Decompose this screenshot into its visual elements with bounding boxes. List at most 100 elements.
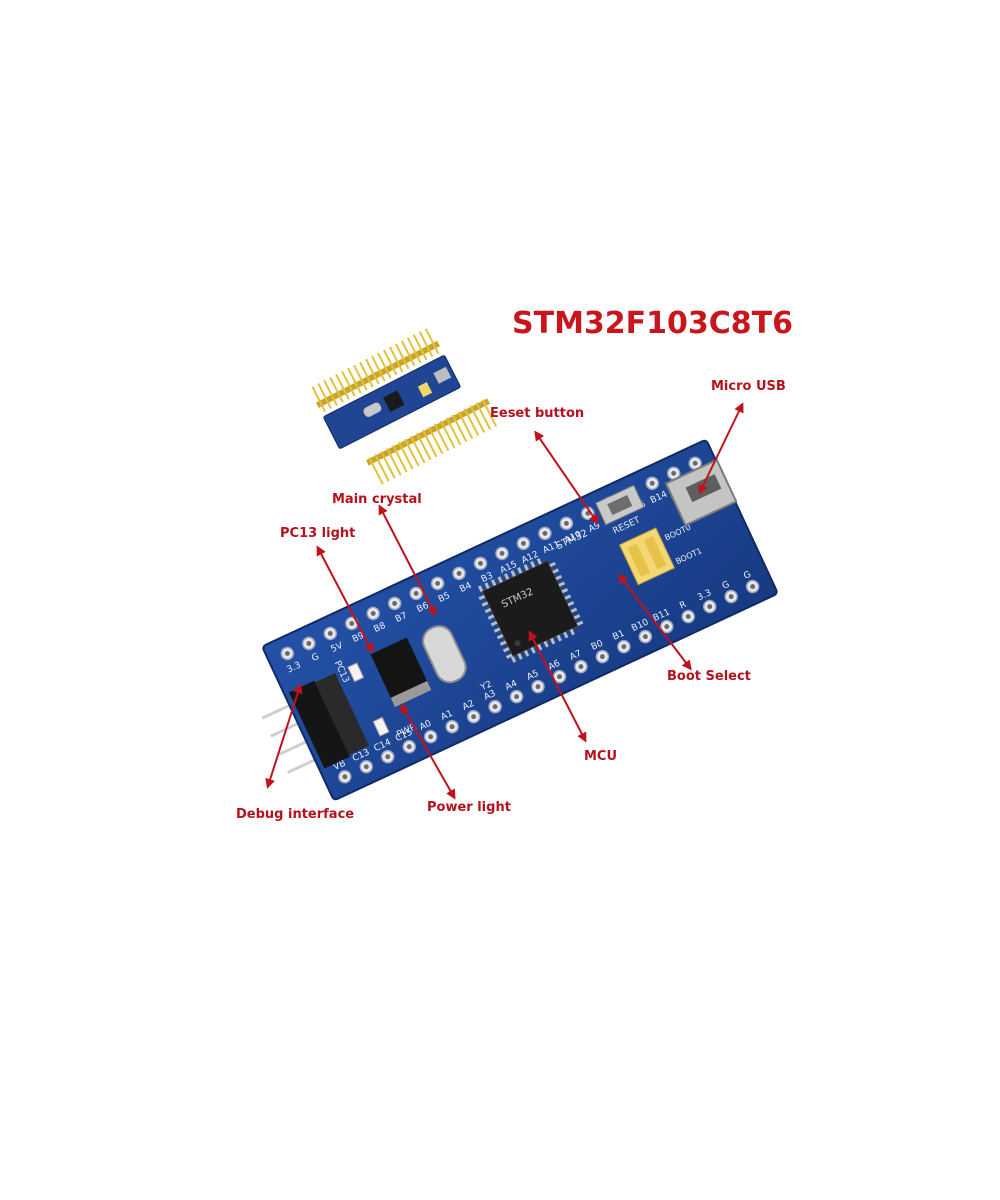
reset-button (595, 484, 645, 526)
arrow-boot-select (618, 573, 692, 671)
thumbnail-header-pin (439, 420, 456, 449)
mcu-leg (570, 607, 578, 613)
arrow-power-light (400, 703, 456, 800)
mcu-leg (530, 561, 536, 568)
thumbnail-header-pin (371, 355, 386, 382)
thumbnail-header-pin (388, 346, 404, 373)
pin-hole-center (599, 654, 605, 660)
mcu-leg (510, 570, 516, 577)
pin-hole-center (363, 764, 369, 770)
thumbnail-header-pin (424, 328, 440, 355)
label-mcu: MCU (584, 749, 618, 764)
y2-silkscreen: Y2 (478, 679, 493, 693)
voltage-regulator (370, 637, 428, 698)
main-board: B12B13B14B15A8A9A10A11A12A15B3B4B5B6B7B8… (261, 439, 778, 801)
label-micro-usb: Micro USB (711, 379, 786, 394)
thumbnail-header-pin (463, 408, 480, 437)
mcu-leg (558, 581, 566, 587)
pin-label: G (742, 570, 753, 582)
pin-label: B8 (372, 621, 387, 635)
label-boot-select: Boot Select (667, 669, 751, 684)
thumbnail-header-pin (469, 405, 486, 433)
mcu-leg (523, 564, 529, 571)
thumbnail-board (311, 328, 498, 485)
mcu-leg (484, 582, 490, 590)
thumbnail-header-pin (406, 337, 422, 364)
mcu-leg (478, 594, 486, 601)
mcu-leg (497, 576, 503, 583)
pin-hole-center (649, 480, 655, 486)
mcu-leg (505, 653, 513, 659)
pin-hole-center (750, 584, 756, 590)
pin-hole-center (514, 694, 520, 700)
pin-hole-center (671, 470, 677, 476)
label-debug-interface: Debug interface (236, 807, 355, 822)
debug-header-block (288, 673, 369, 769)
main-crystal (422, 625, 467, 684)
pin-hole-center (385, 754, 391, 760)
mcu-leg (536, 557, 542, 565)
thumbnail-header-pin (451, 414, 468, 443)
label-reset-button: Eeset button (490, 406, 585, 421)
arrow-debug-interface (265, 683, 303, 789)
pin-label: B0 (590, 639, 605, 653)
mcu-leg (491, 579, 497, 586)
mcu-leg (552, 568, 560, 574)
arrow-mcu (528, 630, 587, 743)
product-title: STM32F103C8T6 (512, 306, 794, 341)
thumbnail-header-pin (412, 334, 428, 361)
label-power-light: Power light (427, 800, 511, 815)
thumbnail-header-pin (427, 426, 444, 455)
thumbnail-header-pin (368, 457, 384, 485)
arrow-main-crystal (378, 504, 437, 617)
thumbnail-header-pin (311, 386, 326, 412)
pin-label: G (310, 652, 321, 664)
thumbnail-header-pin (386, 447, 402, 476)
thumbnail-header-pin (433, 423, 450, 452)
mcu-leg (504, 573, 510, 580)
thumbnail-header-pin (398, 441, 414, 470)
mcu-leg (487, 614, 495, 620)
mcu-leg (517, 653, 523, 660)
pin-hole-center (342, 774, 348, 780)
mcu-leg (496, 634, 504, 640)
pc13-led (347, 662, 365, 683)
thumbnail-header-pin (421, 429, 438, 458)
mcu-leg (517, 567, 523, 574)
thumbnail-header-pin (410, 435, 426, 464)
thumbnail-header-pin (392, 444, 408, 473)
pin-hole-center (499, 550, 505, 556)
thumbnail-header-pin (404, 438, 420, 467)
arrow-micro-usb (698, 402, 744, 495)
pin-hole-center (284, 650, 290, 656)
mcu-leg (484, 607, 492, 614)
thumbnail-header-pin (418, 331, 434, 358)
thumbnail-header-pin (383, 349, 398, 376)
thumbnail-header-pin (353, 364, 368, 391)
thumbnail-crystal (363, 402, 382, 417)
mcu-leg (567, 601, 575, 607)
thumbnail-bottom-header (366, 398, 498, 485)
thumbnail-header-pin (329, 376, 344, 403)
pin-hole-center (728, 594, 734, 600)
thumbnail-usb (433, 366, 452, 384)
arrow-pc13-light (316, 545, 374, 654)
mcu-leg (493, 627, 501, 633)
arrow-reset-button (534, 430, 599, 525)
mcu-leg (510, 656, 517, 663)
thumbnail-header-pin (374, 453, 390, 482)
mcu-leg (576, 620, 584, 626)
pin-hole-center (707, 604, 713, 610)
thumbnail-jumper (417, 382, 433, 398)
pin-hole-center (471, 714, 477, 720)
pin-label: A4 (504, 679, 519, 693)
thumbnail-header-pin (323, 379, 338, 406)
pin-hole-center (542, 530, 548, 536)
mcu-leg (555, 574, 563, 581)
mcu-leg (499, 640, 507, 646)
thumbnail-header-pin (481, 399, 498, 427)
thumbnail-header-pin (457, 411, 474, 440)
thumbnail-header-pin (380, 450, 396, 479)
